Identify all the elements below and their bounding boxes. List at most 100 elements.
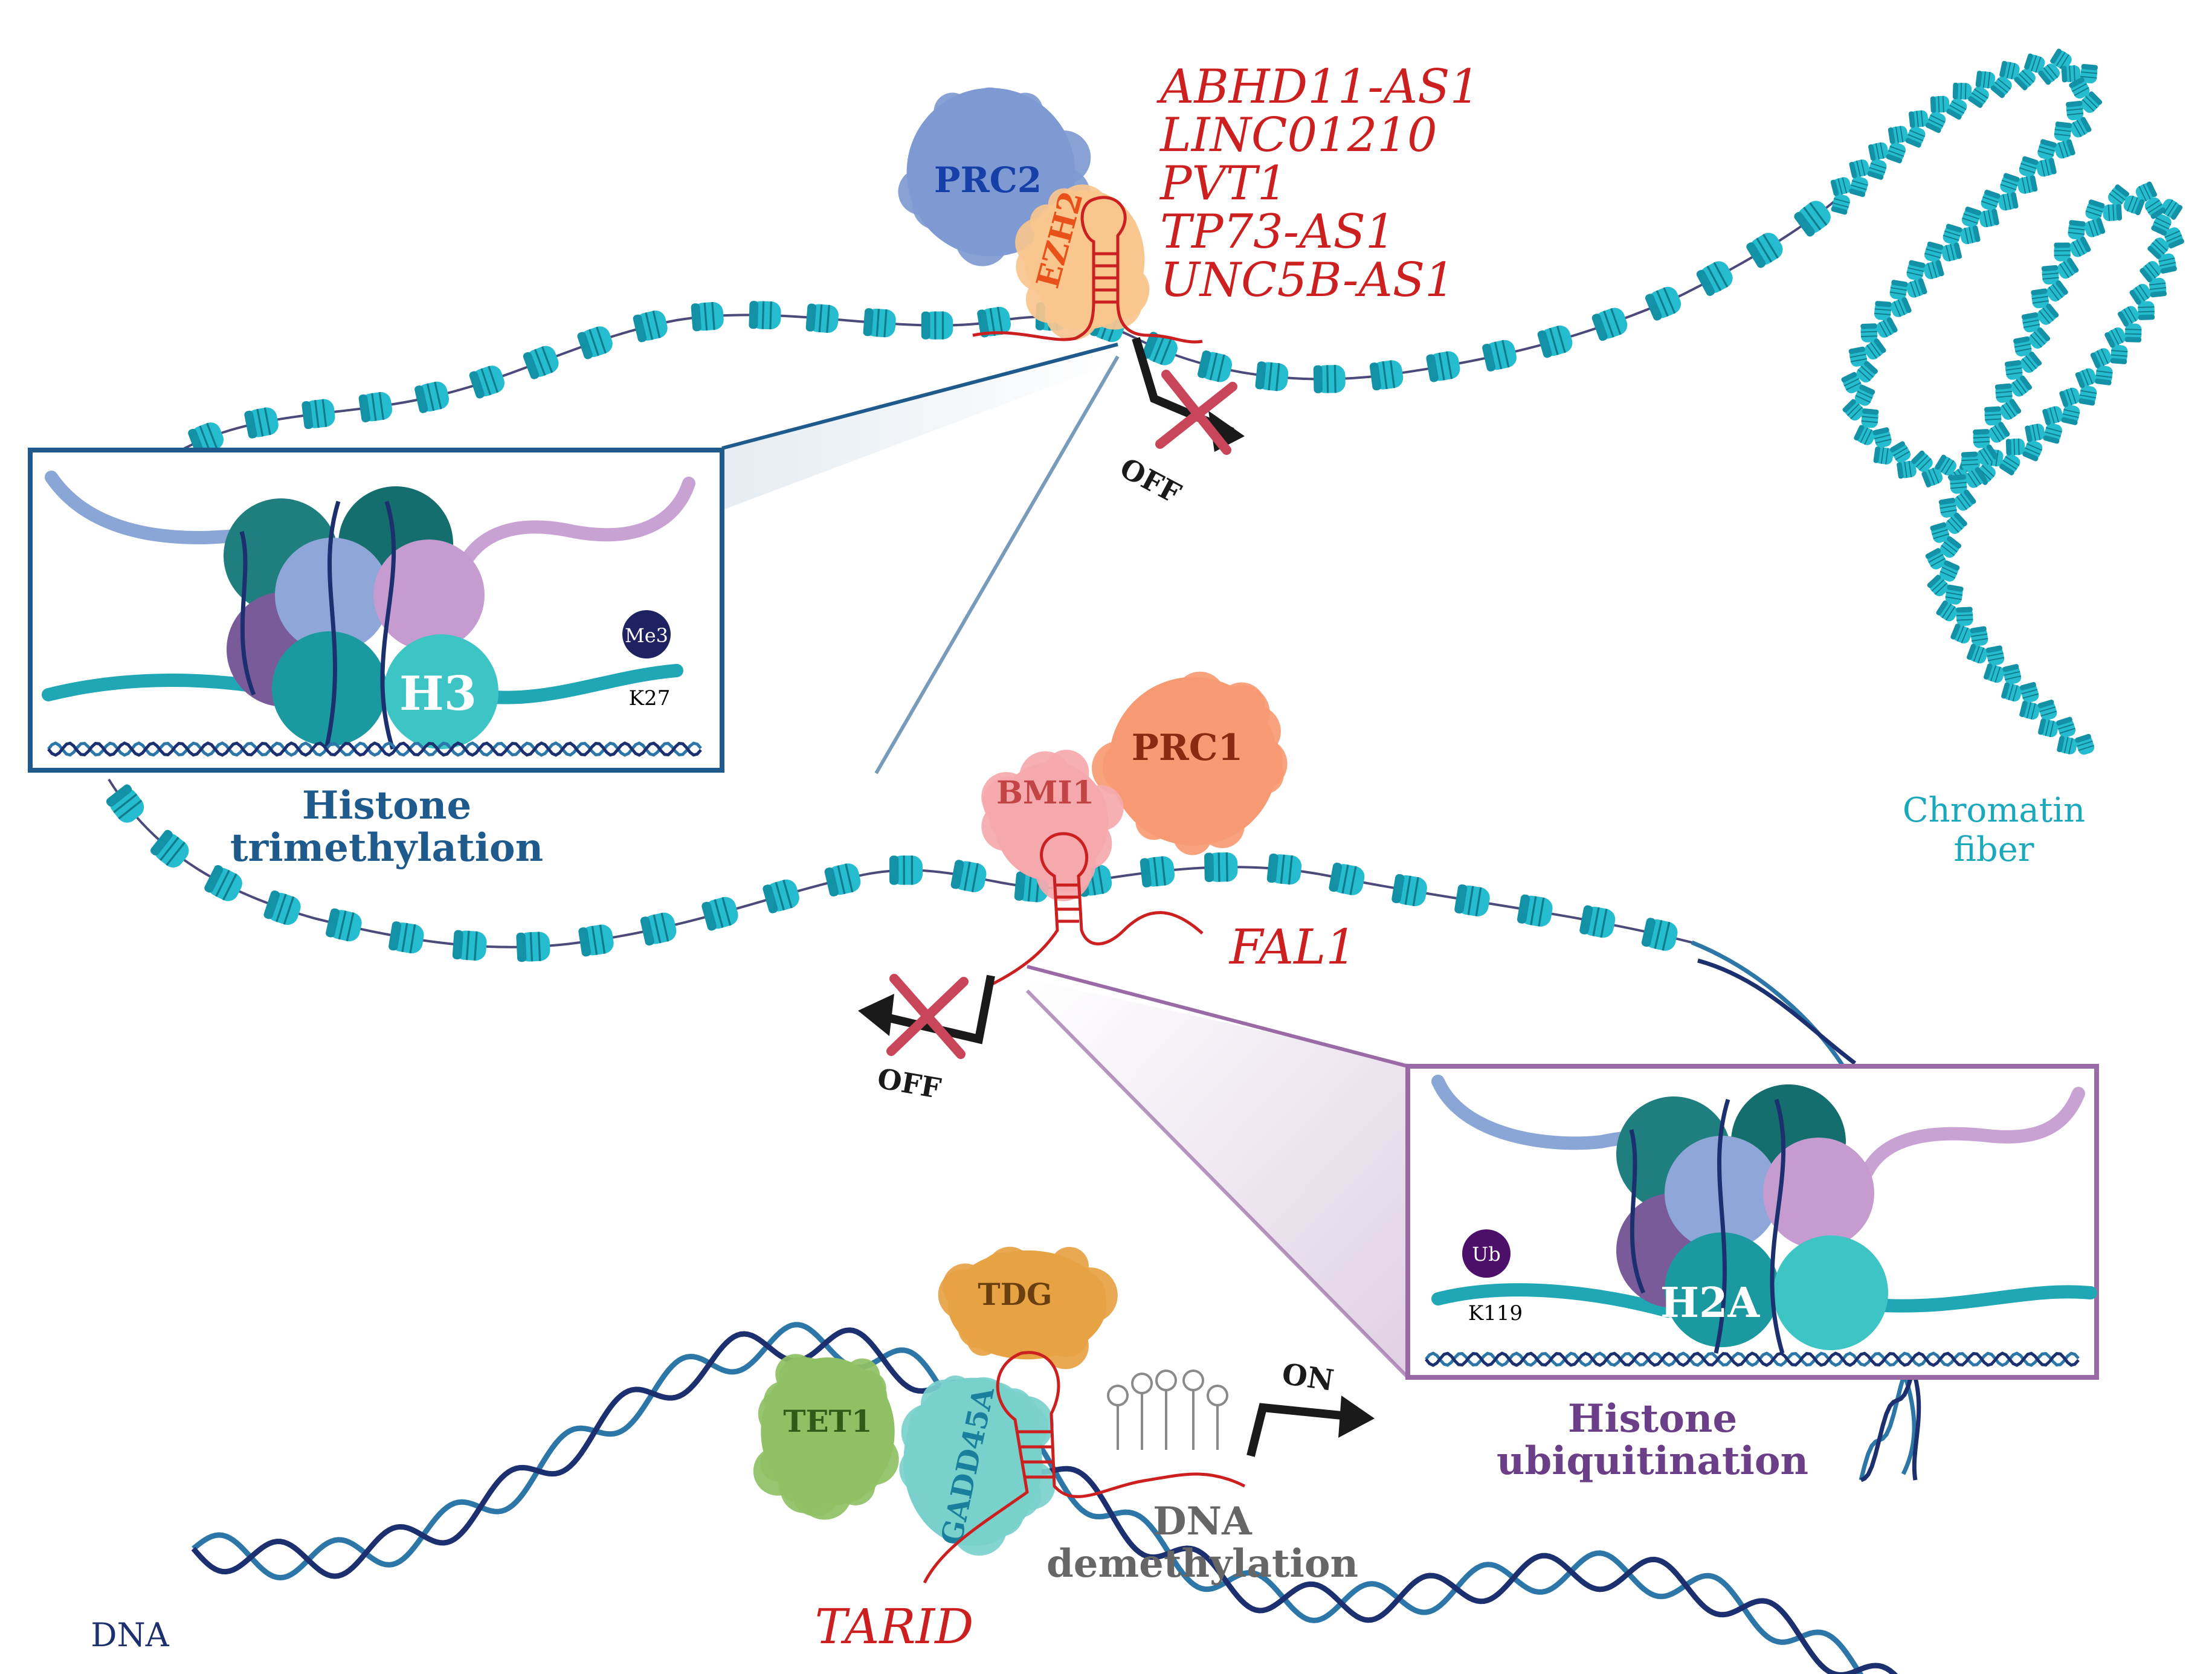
nucleosome [1537,325,1573,358]
nucleosome [1591,307,1628,341]
nucleosome [2059,387,2080,407]
nucleosome [2056,716,2076,738]
beam-line-blue-1 [721,343,1118,450]
nucleosome [1930,95,1950,113]
nucleosome [516,932,550,962]
tarid-label: TARID [815,1598,974,1655]
beam-purple [1027,979,1408,1377]
prc1-protein [1091,671,1288,855]
nucleosome [1696,261,1733,296]
switch-on: ON [1246,1357,1375,1457]
nucleosome [1842,399,1865,421]
nucleosome [2050,48,2072,69]
nucleosome [2019,682,2039,703]
nucleosome [1911,450,1933,472]
nucleosome [1889,441,1911,463]
nucleosome [1849,176,1868,198]
nucleosome [2042,406,2063,425]
nucleosome [1313,365,1346,393]
nucleosome [2139,261,2162,283]
gadd45a-protein [899,1375,1056,1556]
nucleosome [2069,77,2090,99]
nucleosome [1941,242,1962,262]
nucleosome [1369,360,1404,391]
nucleosome [2054,121,2072,141]
ub-badge [1462,1229,1511,1278]
nucleosome [1905,126,1926,148]
blob-lobe [1022,798,1068,843]
h2a-tail-purple [1860,1087,2085,1179]
nucleosome [863,308,896,338]
nucleosome [2090,348,2112,369]
dna-strand-light [192,1322,1864,1674]
inset-h2a: H2A Ub K119 [1405,1064,2099,1380]
nucleosome [2001,682,2022,702]
chromatin-fiber-coil [1830,48,2185,755]
nucleosome [2138,301,2155,320]
blob-lobe [1189,712,1222,744]
nucleosome [1979,208,1999,228]
nucleosome [1856,361,1878,383]
nucleosome [2085,199,2105,221]
nucleosome [2080,63,2098,84]
nucleosome [1961,451,1979,471]
nucleosomes-middle [106,784,1678,962]
blob-lobe [1016,1281,1050,1315]
nucleosome [824,863,861,897]
nucleosome [1854,425,1875,445]
nucleosome [805,303,839,333]
nucleosome [2046,280,2068,302]
nucleosome [2022,440,2043,462]
nucleosome [1794,201,1831,237]
nucleosome [2123,195,2145,216]
nucleosome [1950,623,1972,644]
nucleosome [2066,100,2084,121]
nucleosome [1906,260,1926,281]
nucleosome [2057,257,2079,279]
nucleosome [2010,375,2033,397]
nucleosome [1854,384,1875,406]
nucleosome [2005,360,2023,380]
dna-strand-light [47,741,702,757]
blob-lobe [995,1388,1033,1426]
nucleosome [2117,306,2139,327]
blob-lobe [978,155,1024,201]
h2a-tail-teal [1431,1283,2097,1318]
nucleosome [1968,86,1989,108]
nucleosome [2151,214,2172,236]
beam-line-purple-1 [1027,965,1408,1068]
nucleosome [1876,317,1898,338]
nucleosome [950,860,987,892]
nucleosome [2019,156,2039,177]
nucleosome [977,306,1011,338]
inset-h3: H3 Me3 K27 [28,448,724,773]
nucleosome [414,381,450,413]
lnc-hairpin-bottom [923,1351,1246,1584]
lncrna-list-item: UNC5B-AS1 [1160,253,1455,307]
nucleosome [640,912,677,946]
nucleosome [2103,204,2123,221]
nucleosome [763,879,799,913]
blob-lobe [1078,785,1124,831]
nucleosome [2104,327,2126,348]
blob-lobe [1175,742,1230,797]
dna-strand-light [1425,1351,2080,1367]
nucleosome [1960,225,1981,245]
nucleosome [1935,454,1956,476]
nucleosome [1985,645,2005,666]
nucleosome [1255,361,1289,391]
blob-lobe [833,1380,885,1432]
nucleosome [2037,139,2057,160]
nucleosome [1945,584,1964,605]
blob-lobe [759,1445,796,1481]
nucleosome [1988,422,2010,443]
blob-lobe [938,151,991,204]
k27-label: K27 [629,686,671,710]
nucleosome [1923,260,1944,280]
nucleosome [1970,626,1988,646]
h2a-octamer-teal [1665,1232,1779,1347]
nucleosome [2057,736,2077,755]
